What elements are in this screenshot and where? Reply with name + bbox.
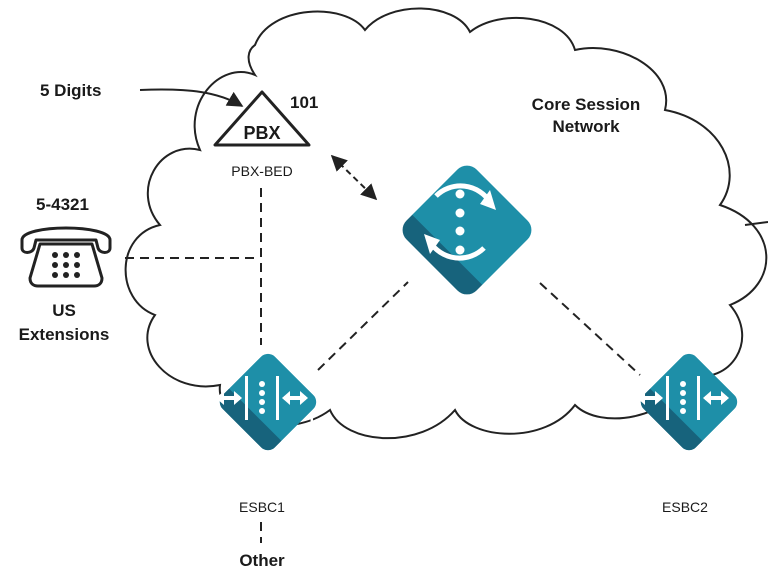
link-pbx-ecb-arrow [330, 154, 378, 201]
us-extensions-line1: US [52, 301, 76, 320]
five-digits-label: 5 Digits [40, 81, 101, 100]
ecb-device [396, 159, 538, 301]
pbx-triangle-icon [213, 90, 311, 147]
esbc-border-controller-icon [637, 376, 729, 420]
pbx-name-label: PBX-BED [231, 163, 292, 179]
esbc1-name-label: ESBC1 [239, 499, 285, 515]
ecb-router-icon [424, 183, 496, 261]
core-network-title-line2: Network [552, 117, 620, 136]
us-extensions-line2: Extensions [19, 325, 110, 344]
telephone-icon [20, 226, 112, 288]
link-ecb-esbc2 [539, 282, 641, 376]
pbx-text: PBX [243, 123, 280, 143]
esbc2-name-label: ESBC2 [662, 499, 708, 515]
other-label: Other [239, 551, 285, 569]
five-digits-arrow [139, 88, 244, 107]
extension-number-label: 5-4321 [36, 195, 89, 214]
link-esbc1-ecb [317, 281, 409, 371]
pbx-number-label: 101 [290, 93, 318, 112]
core-network-title-line1: Core Session [532, 95, 641, 114]
esbc-border-controller-icon [216, 376, 308, 420]
